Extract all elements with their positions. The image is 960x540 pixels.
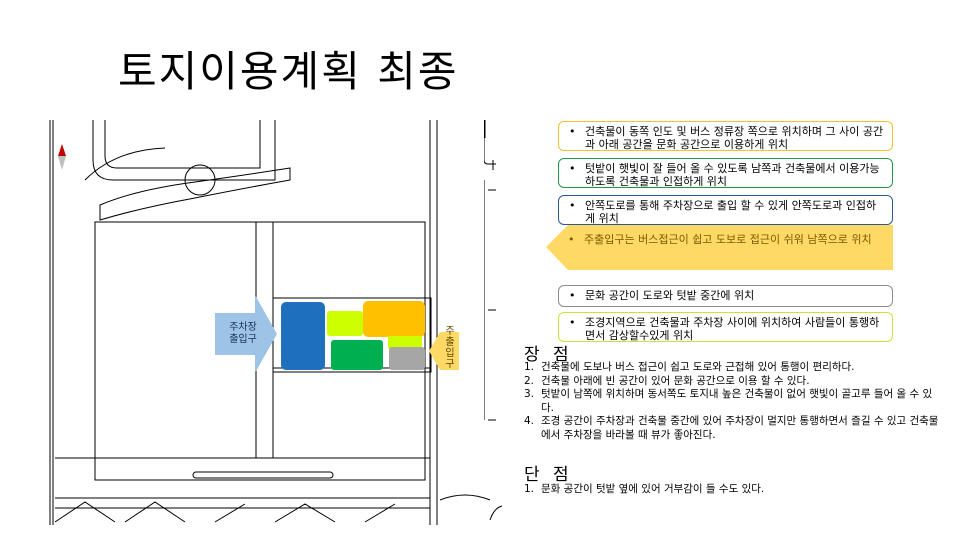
bullet: •	[569, 199, 576, 212]
building-block	[281, 302, 325, 370]
note-text: 문화 공간이 도로와 텃밭 중간에 위치	[585, 289, 755, 302]
bullet: •	[569, 289, 576, 302]
north-arrow-icon	[58, 144, 66, 156]
list-item: 2.건축물 아래에 빈 공간이 있어 문화 공간으로 이용 할 수 있다.	[524, 374, 810, 387]
cons-title: 단 점	[524, 465, 573, 485]
site-map	[49, 120, 494, 525]
landscape-block	[388, 336, 422, 349]
parking-block	[389, 347, 425, 370]
note-text: 주출입구는 버스접근이 쉽고 도보로 접근이 쉬워 남쪽으로 위치	[584, 233, 872, 246]
list-item: 3.텃밭이 남쪽에 위치하며 동서쪽도 토지내 높은 건축물이 없어 햇빛이 골…	[524, 388, 933, 414]
bullet: •	[569, 316, 576, 329]
garden-block	[331, 340, 383, 370]
note-text: 조경지역으로 건축물과 주차장 사이에 위치하여 사람들이 통행하면서 감상할수…	[585, 316, 880, 342]
list-item: 1.문화 공간이 텃밭 옆에 있어 거부감이 들 수도 있다.	[524, 483, 765, 495]
parking-entrance-arrow	[215, 295, 277, 373]
pros-title: 장 점	[524, 345, 573, 365]
list-item: 4.조경 공간이 주차장과 건축물 중간에 있어 주차장이 멀지만 통행하면서 …	[524, 415, 939, 441]
note-garden-location: • 텃밭이 햇빛이 잘 들어 올 수 있도록 남쪽과 건축물에서 이용가능 하도…	[558, 158, 893, 188]
bullet: •	[569, 125, 576, 138]
note-parking-location: • 안쪽도로를 통해 주차장으로 출입 할 수 있게 안쪽도로과 인접하게 위치	[558, 195, 893, 225]
cons-list: 1.문화 공간이 텃밭 옆에 있어 거부감이 들 수도 있다.	[524, 483, 944, 497]
note-culture-space: • 문화 공간이 도로와 텃밭 중간에 위치	[558, 285, 893, 307]
bullet: •	[568, 233, 575, 246]
note-text: 건축물이 동쪽 인도 및 버스 정류장 쪽으로 위치하며 그 사이 공간과 아래…	[585, 125, 884, 151]
note-text: 안쪽도로를 통해 주차장으로 출입 할 수 있게 안쪽도로과 인접하게 위치	[585, 199, 877, 225]
page-title: 토지이용계획 최종	[118, 47, 459, 96]
pros-list: 1.건축물에 도보나 버스 접근이 쉽고 도로와 근접해 있어 통행이 편리하다…	[524, 361, 944, 442]
note-text: 텃밭이 햇빛이 잘 들어 올 수 있도록 남쪽과 건축물에서 이용가능 하도록 …	[585, 162, 880, 188]
main-entrance-arrow	[429, 332, 459, 370]
note-building-location: • 건축물이 동쪽 인도 및 버스 정류장 쪽으로 위치하며 그 사이 공간과 …	[558, 121, 893, 151]
main-entrance-label: 주 출 입 구	[445, 326, 455, 370]
right-edge-road	[484, 120, 503, 521]
culture-space-block	[327, 311, 363, 336]
list-item: 1.건축물에 도보나 버스 접근이 쉽고 도로와 근접해 있어 통행이 편리하다…	[524, 361, 855, 373]
building-block-2	[363, 301, 425, 337]
bullet: •	[569, 162, 576, 175]
note-main-entrance: • 주출입구는 버스접근이 쉽고 도보로 접근이 쉬워 남쪽으로 위치	[546, 225, 893, 270]
note-landscape-area: • 조경지역으로 건축물과 주차장 사이에 위치하여 사람들이 통행하면서 감상…	[558, 312, 893, 342]
parking-entrance-label: 주차장 출입구	[229, 322, 257, 345]
